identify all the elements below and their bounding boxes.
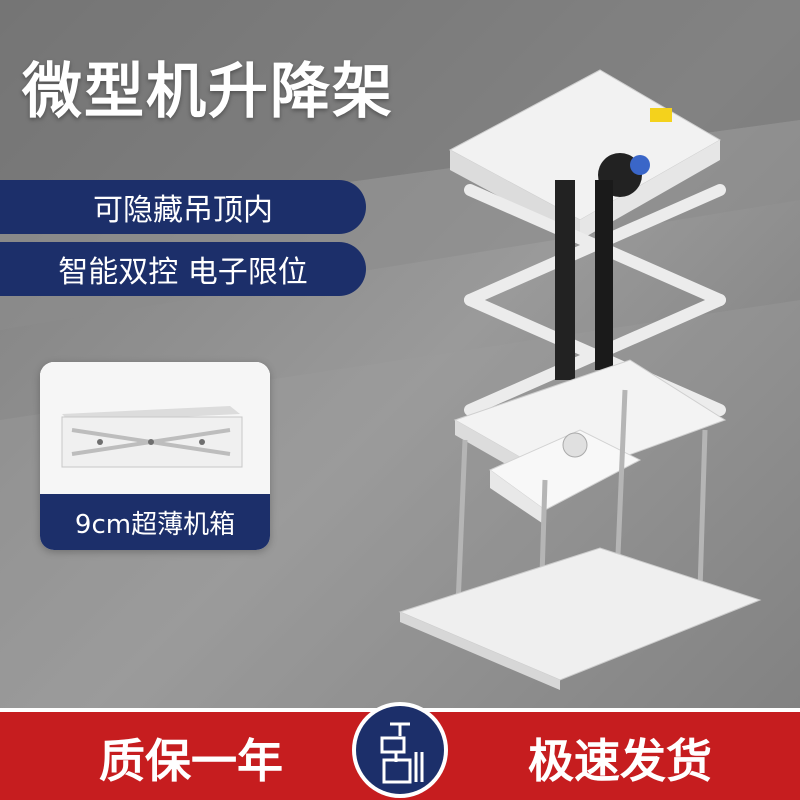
feature-label: 可隐藏吊顶内	[93, 193, 273, 228]
lift-bracket-icon	[356, 706, 444, 794]
feature-label: 智能双控 电子限位	[58, 255, 308, 290]
feature-badge-hidden-ceiling: 可隐藏吊顶内	[0, 180, 366, 234]
slim-chassis-caption: 9cm超薄机箱	[40, 494, 270, 550]
badge-circle	[352, 702, 448, 798]
warranty-label: 质保一年	[99, 734, 283, 788]
slim-chassis-image	[40, 362, 270, 494]
fast-shipping-label: 极速发货	[528, 734, 712, 788]
feature-badge-dual-control: 智能双控 电子限位	[0, 242, 366, 296]
slim-chassis-inset: 9cm超薄机箱	[40, 362, 270, 550]
page-title: 微型机升降架	[22, 57, 394, 127]
